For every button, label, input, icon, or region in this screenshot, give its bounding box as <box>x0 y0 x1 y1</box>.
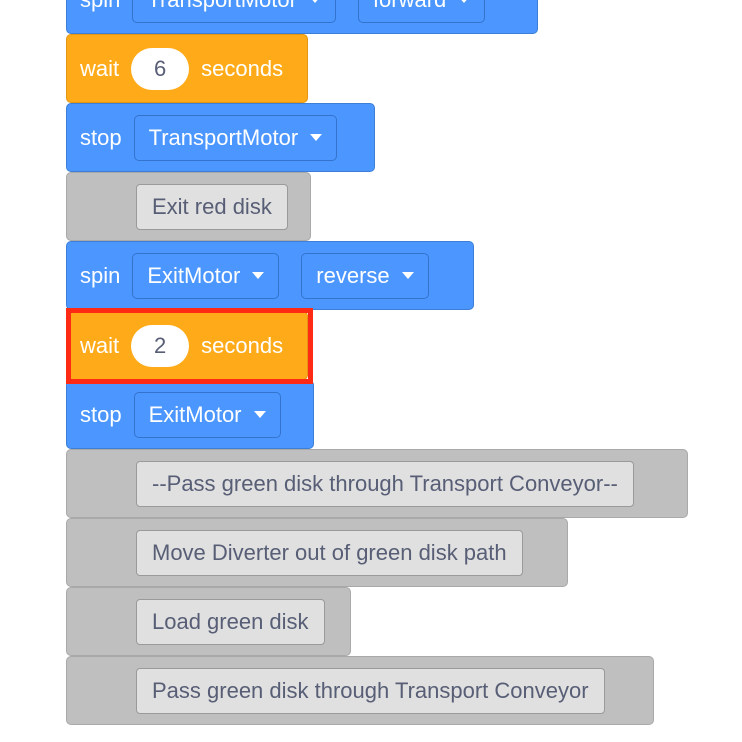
stop-keyword: stop <box>80 401 122 427</box>
wait-seconds-input[interactable]: 2 <box>131 324 190 367</box>
caret-down-icon <box>401 272 414 279</box>
motor-dropdown-label: ExitMotor <box>147 262 241 288</box>
seconds-label: seconds <box>201 55 284 81</box>
wait-block[interactable]: wait 6 seconds <box>66 34 308 103</box>
spin-exit-block[interactable]: spin ExitMotor reverse <box>66 241 474 310</box>
direction-dropdown-label: reverse <box>316 262 390 288</box>
motor-dropdown[interactable]: ExitMotor <box>132 252 280 299</box>
caret-down-icon <box>252 272 265 279</box>
wait-seconds-input[interactable]: 6 <box>131 47 190 90</box>
caret-down-icon <box>253 411 266 418</box>
caret-down-icon <box>308 0 321 3</box>
motor-dropdown[interactable]: TransportMotor <box>132 0 336 23</box>
motor-dropdown-label: TransportMotor <box>147 0 297 13</box>
motor-dropdown-label: ExitMotor <box>148 401 242 427</box>
caret-down-icon <box>310 134 323 141</box>
stop-keyword: stop <box>80 124 122 150</box>
caret-down-icon <box>458 0 471 3</box>
comment-text-move-diverter[interactable]: Move Diverter out of green disk path <box>136 530 523 576</box>
spin-keyword: spin <box>80 262 121 288</box>
direction-dropdown-label: forward <box>373 0 446 13</box>
stop-transport-block[interactable]: stop TransportMotor <box>66 103 375 172</box>
wait-keyword: wait <box>80 55 120 81</box>
motor-dropdown[interactable]: ExitMotor <box>133 391 281 438</box>
comment-text-pass-green-header[interactable]: --Pass green disk through Transport Conv… <box>136 461 634 507</box>
wait-keyword: wait <box>80 332 120 358</box>
comment-text-load-green-disk[interactable]: Load green disk <box>136 599 325 645</box>
seconds-label: seconds <box>201 332 284 358</box>
spin-transport-block[interactable]: spin TransportMotor forward <box>66 0 538 34</box>
comment-text-exit-red-disk[interactable]: Exit red disk <box>136 184 288 230</box>
direction-dropdown[interactable]: reverse <box>301 252 429 299</box>
spin-keyword: spin <box>80 0 120 13</box>
motor-dropdown-label: TransportMotor <box>148 124 299 150</box>
motor-dropdown[interactable]: TransportMotor <box>133 114 338 161</box>
comment-text-pass-green[interactable]: Pass green disk through Transport Convey… <box>136 668 605 714</box>
wait-block-selected[interactable]: wait 2 seconds <box>66 311 308 380</box>
stop-exit-block[interactable]: stop ExitMotor <box>66 380 314 449</box>
direction-dropdown[interactable]: forward <box>357 0 486 23</box>
